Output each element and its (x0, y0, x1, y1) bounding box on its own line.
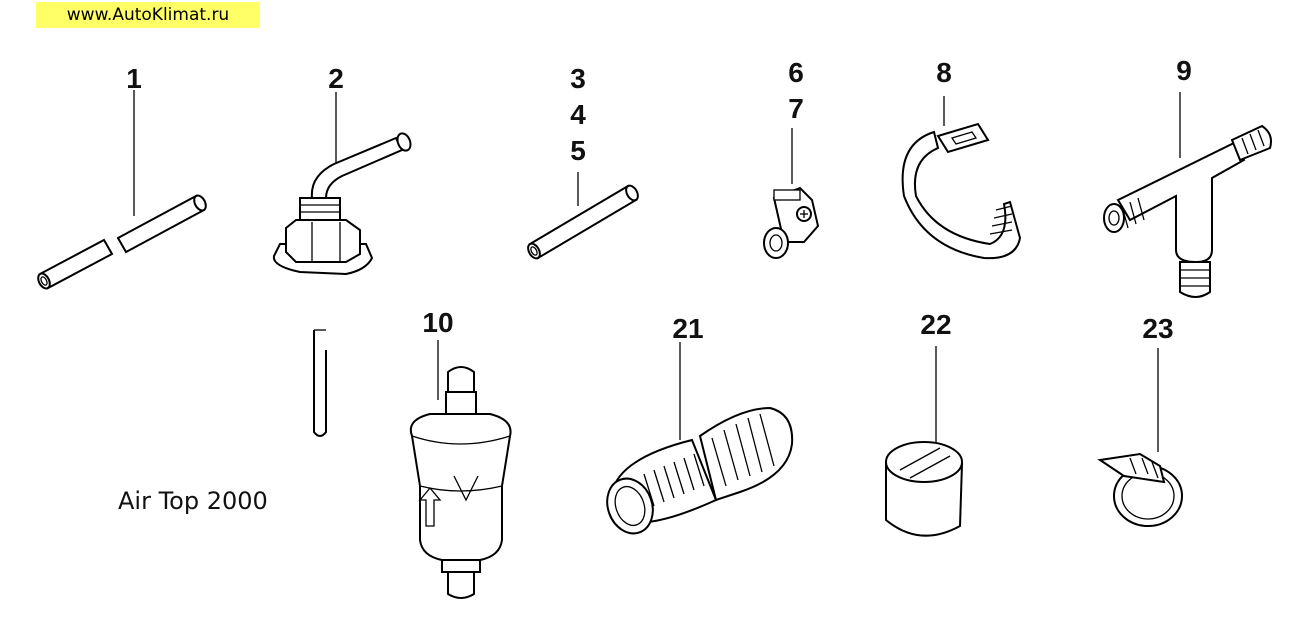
callout-5: 5 (570, 135, 586, 166)
callout-21: 21 (672, 313, 703, 344)
callout-8: 8 (936, 57, 952, 88)
callout-9: 9 (1176, 55, 1192, 86)
site-url-badge[interactable]: www.AutoKlimat.ru (36, 2, 260, 28)
part-2-fuel-standpipe (272, 92, 412, 437)
callout-10: 10 (422, 307, 453, 338)
model-label: Air Top 2000 (118, 487, 268, 515)
part-23-hose-clamp (1097, 348, 1183, 527)
callout-2: 2 (328, 63, 344, 94)
callout-1: 1 (126, 63, 142, 94)
part-21-corrugated-hose (606, 342, 794, 535)
callout-22: 22 (920, 309, 951, 340)
callout-4: 4 (570, 99, 586, 130)
part-9-t-connector (1103, 92, 1272, 298)
part-10-fuel-filter (409, 340, 512, 599)
part-1-fuel-pipe (37, 90, 207, 290)
part-3-4-5-short-fuel-pipe (527, 172, 639, 260)
callout-3: 3 (570, 63, 586, 94)
callout-6: 6 (788, 57, 804, 88)
part-6-7-pipe-clamp (763, 128, 820, 259)
part-22-sleeve (885, 346, 964, 537)
part-8-tie-strap (901, 96, 1022, 260)
callout-7: 7 (788, 93, 804, 124)
callout-23: 23 (1142, 313, 1173, 344)
